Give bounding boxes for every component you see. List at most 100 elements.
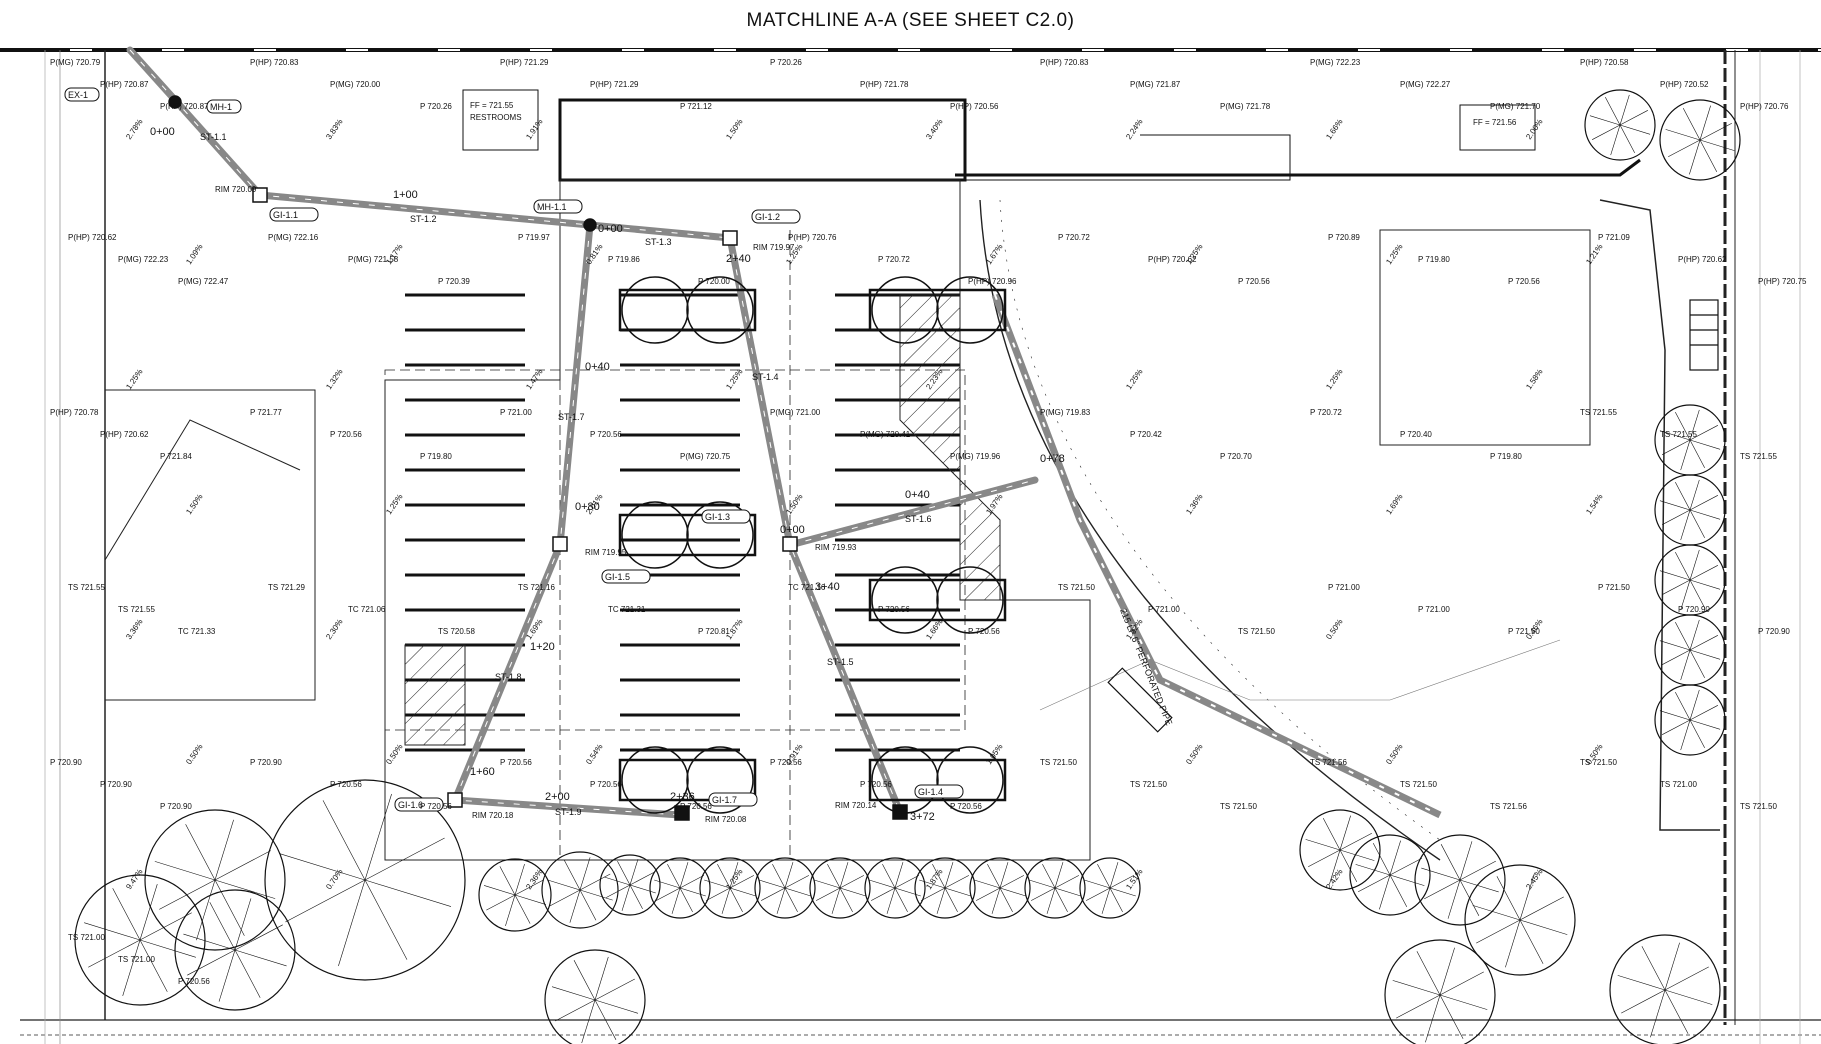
spot-elevation: P 720.56 (680, 802, 712, 811)
perforated-pipe-label: 215 LF 6" PERFORATED PIPE (1118, 607, 1174, 727)
spot-elevation: P 719.80 (1418, 255, 1450, 264)
slope-label: 1.91% (524, 117, 544, 141)
parking-island (618, 276, 757, 344)
tree (1299, 809, 1381, 891)
tree (1384, 939, 1496, 1044)
parking-island (868, 566, 1007, 634)
spot-elevation: P 720.26 (770, 58, 802, 67)
tree (599, 854, 661, 916)
spot-elevation: TS 721.50 (1220, 802, 1257, 811)
station-label: 0+40 (585, 361, 610, 373)
spot-elevation: TC 721.16 (788, 583, 826, 592)
spot-elevation: P 719.97 (518, 233, 550, 242)
spot-elevation: P 720.56 (1508, 277, 1540, 286)
structure-tag: MH-1.1 (537, 202, 567, 212)
spot-elevation: P 720.56 (1238, 277, 1270, 286)
spot-elevation: P 720.56 (878, 605, 910, 614)
slope-label: 3.83% (324, 117, 344, 141)
tree (1349, 834, 1431, 916)
spot-elevation: P 720.90 (1758, 627, 1790, 636)
spot-elevation: P 720.56 (590, 780, 622, 789)
slope-label: 1.51% (1124, 867, 1144, 891)
parking-island (868, 276, 1007, 344)
structure-tag-box (914, 784, 964, 799)
restroom-label: FF = 721.55 RESTROOMS FF = 721.56 (470, 101, 1517, 127)
spot-elevation: P(MG) 722.27 (1400, 80, 1451, 89)
station-label: 3+72 (910, 811, 935, 823)
structure-tag: EX-1 (68, 90, 88, 100)
spot-elevation: P(HP) 720.62 (1678, 255, 1727, 264)
slope-label: 2.42% (1324, 867, 1344, 891)
spot-elevation: TS 721.50 (1130, 780, 1167, 789)
tree (541, 851, 619, 929)
site-furniture (1107, 299, 1719, 733)
restroom-ff: FF = 721.55 (470, 101, 514, 110)
spot-elevation: TS 721.50 (1740, 802, 1777, 811)
tree (478, 858, 552, 932)
tree (1584, 89, 1656, 161)
spot-elevation: P 721.50 (1508, 627, 1540, 636)
spot-elevation: TS 721.56 (1310, 758, 1347, 767)
spot-elevation: TS 721.56 (1490, 802, 1527, 811)
spot-elevation: P(MG) 721.78 (1220, 102, 1271, 111)
spot-elevation: TS 721.50 (1058, 583, 1095, 592)
station-label: 1+00 (393, 189, 418, 201)
spot-elevation: P 720.56 (968, 627, 1000, 636)
spot-elevation: P(MG) 721.87 (1130, 80, 1181, 89)
spot-elevation: TS 721.00 (68, 933, 105, 942)
spot-elevation: P(MG) 720.41 (860, 430, 911, 439)
tree (1024, 857, 1086, 919)
site-boundary (20, 50, 1821, 1044)
spot-elevation: P 721.84 (160, 452, 192, 461)
tree (1609, 934, 1721, 1044)
slope-label: 1.58% (1524, 367, 1544, 391)
spot-elevation: P 720.56 (178, 977, 210, 986)
pipe-tag: ST-1.4 (752, 372, 779, 382)
tree (544, 949, 646, 1044)
spot-elevation: P(HP) 721.78 (860, 80, 909, 89)
slope-label: 1.47% (524, 367, 544, 391)
slope-label: 0.50% (184, 742, 204, 766)
tree (264, 779, 466, 981)
slope-label: 1.66% (1324, 117, 1344, 141)
structure-tag-box (701, 509, 751, 524)
spot-elevation: P 720.56 (770, 758, 802, 767)
slope-label: 1.21% (1584, 242, 1604, 266)
spot-elevation: P(MG) 722.16 (268, 233, 319, 242)
spot-elevation: TS 721.00 (118, 955, 155, 964)
tree (1659, 99, 1741, 181)
spot-elevation: P 720.72 (1310, 408, 1342, 417)
trees (74, 89, 1741, 1044)
spot-elevation: P 720.26 (420, 102, 452, 111)
spot-elevation: P 721.00 (1148, 605, 1180, 614)
slope-label: 3.36% (124, 617, 144, 641)
spot-elevation: P 721.00 (1328, 583, 1360, 592)
tree (74, 874, 206, 1006)
spot-elevation: P 720.56 (420, 802, 452, 811)
spot-elevation: TC 721.33 (178, 627, 216, 636)
building-ff: FF = 721.56 (1473, 118, 1517, 127)
slope-label: 1.50% (184, 492, 204, 516)
structure-tag-box (751, 209, 801, 224)
station-label: 2+00 (545, 791, 570, 803)
restroom-name: RESTROOMS (470, 113, 522, 122)
spot-elevation: TS 721.50 (1580, 758, 1617, 767)
spot-elevation: TS 721.50 (1238, 627, 1275, 636)
station-label: 0+40 (905, 489, 930, 501)
slope-label: 2.45% (1524, 867, 1544, 891)
spot-elevation: P 720.90 (160, 802, 192, 811)
spot-elevation: TS 721.50 (1400, 780, 1437, 789)
slope-label: 1.05% (984, 742, 1004, 766)
spot-elevation: TS 721.55 (1660, 430, 1697, 439)
spot-elevation: TS 721.16 (518, 583, 555, 592)
slope-label: 1.25% (724, 867, 744, 891)
structure-tag: MH-1 (210, 102, 232, 112)
slope-label: 3.40% (924, 117, 944, 141)
slope-label: 0.54% (584, 742, 604, 766)
slope-label: 2.78% (124, 117, 144, 141)
tree (969, 857, 1031, 919)
slope-label: 1.25% (1324, 367, 1344, 391)
spot-elevation: P 721.09 (1598, 233, 1630, 242)
spot-elevation: P(MG) 719.96 (950, 452, 1001, 461)
